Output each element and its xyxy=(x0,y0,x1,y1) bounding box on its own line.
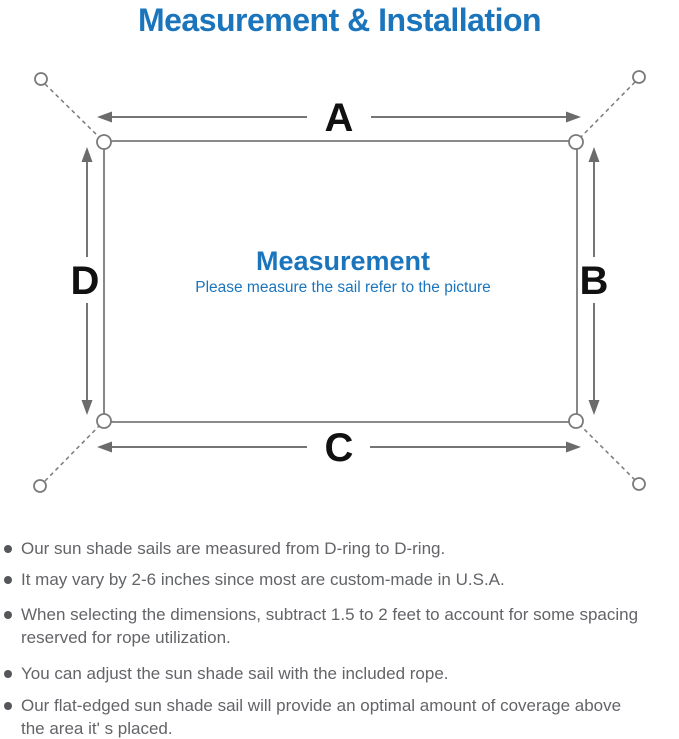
arrowhead-d-top xyxy=(81,147,93,162)
diagram-center-subtitle: Please measure the sail refer to the pic… xyxy=(195,279,491,296)
d-ring-top-right xyxy=(568,134,584,150)
d-ring-top-left xyxy=(96,134,112,150)
bullet-dot-icon xyxy=(4,575,12,584)
dimension-label-a: A xyxy=(325,96,354,140)
note-text: Our flat-edged sun shade sail will provi… xyxy=(21,696,622,738)
bullet-dot-icon xyxy=(4,544,12,553)
dimension-label-c: C xyxy=(325,426,354,470)
note-text: It may vary by 2-6 inches since most are… xyxy=(21,570,505,589)
anchor-ring-bottom-right xyxy=(632,477,646,491)
arrowhead-a-right xyxy=(566,111,581,123)
note-item: Our sun shade sails are measured from D-… xyxy=(4,537,661,560)
measure-arrow-c xyxy=(97,441,581,453)
rope-dashed-line-top-right xyxy=(578,81,636,140)
anchor-ring-bottom-left xyxy=(33,479,47,493)
anchor-ring-top-right xyxy=(632,70,646,84)
measure-arrow-b xyxy=(588,147,600,415)
arrowhead-b-bottom xyxy=(588,400,600,415)
anchor-ring-top-left xyxy=(34,72,48,86)
dimension-label-d: D xyxy=(71,259,100,303)
note-item: Our flat-edged sun shade sail will provi… xyxy=(4,694,633,739)
dimension-label-b: B xyxy=(580,259,609,303)
measurement-diagram: A C D B Measurement Please measure the s… xyxy=(33,70,646,493)
d-ring-bottom-left xyxy=(96,413,112,429)
diagram-center-title: Measurement xyxy=(256,246,430,276)
arrowhead-c-right xyxy=(566,441,581,453)
note-item: You can adjust the sun shade sail with t… xyxy=(4,662,661,685)
arrowhead-c-left xyxy=(97,441,112,453)
bullet-dot-icon xyxy=(4,669,12,678)
sail-rectangle xyxy=(103,140,578,423)
arrowhead-a-left xyxy=(97,111,112,123)
measure-arrow-d xyxy=(81,147,93,415)
rope-dashed-line-bottom-left xyxy=(44,423,102,482)
d-ring-bottom-right xyxy=(568,413,584,429)
bullet-dot-icon xyxy=(4,610,12,619)
bullet-dot-icon xyxy=(4,701,12,710)
rope-dashed-line-top-left xyxy=(44,83,102,140)
page-title: Measurement & Installation xyxy=(137,2,542,38)
note-item: It may vary by 2-6 inches since most are… xyxy=(4,568,661,591)
arrowhead-b-top xyxy=(588,147,600,162)
note-text: Our sun shade sails are measured from D-… xyxy=(21,539,446,558)
arrowhead-d-bottom xyxy=(81,400,93,415)
note-text: You can adjust the sun shade sail with t… xyxy=(21,664,449,683)
rope-dashed-line-bottom-right xyxy=(578,423,636,481)
note-item: When selecting the dimensions, subtract … xyxy=(4,603,661,649)
note-text: When selecting the dimensions, subtract … xyxy=(21,605,639,647)
measure-arrow-a xyxy=(97,111,581,123)
